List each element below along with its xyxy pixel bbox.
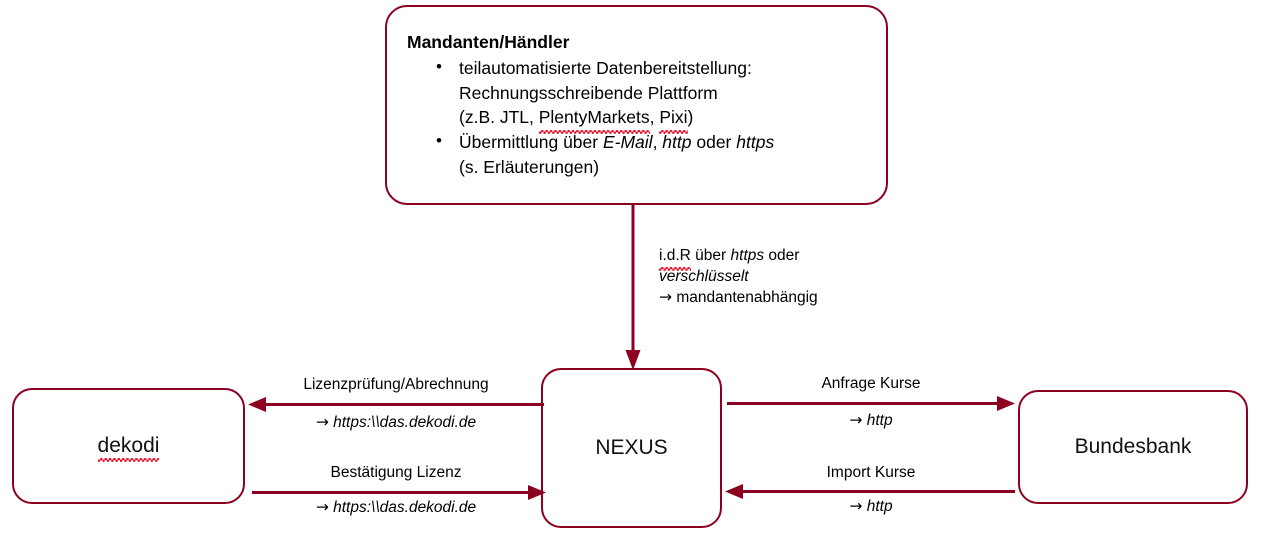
edge-label-lizenzpruefung-title: Lizenzprüfung/Abrechnung [248, 376, 544, 395]
right-arrow-icon: → [659, 288, 672, 307]
bullet-text: , [652, 132, 663, 153]
bullet-line: (z.B. JTL, PlentyMarkets, Pixi) [459, 105, 872, 135]
edge-label-import-kurse-title: Import Kurse [727, 464, 1015, 483]
right-arrow-icon: → [315, 498, 329, 516]
edge-label-anfrage-kurse-title: Anfrage Kurse [727, 375, 1015, 394]
arrow-nexus-to-bundesbank [727, 396, 1015, 411]
edge-protocol: https:\\das.dekodi.de [333, 414, 477, 431]
edge-title: Lizenzprüfung/Abrechnung [303, 376, 489, 393]
node-dekodi-label: dekodi [97, 434, 160, 462]
edge-protocol: https:\\das.dekodi.de [333, 499, 477, 516]
bullet-text: , [649, 107, 660, 128]
flow-note-line-2: verschlüsselt [659, 267, 818, 288]
bullet-text: (s. Erläuterungen) [459, 157, 600, 178]
bullet-text: Übermittlung über [459, 132, 603, 153]
protocol-https: https [730, 247, 765, 264]
arrow-bundesbank-to-nexus [725, 484, 1015, 499]
right-arrow-icon: → [849, 497, 863, 515]
protocol-http: http [662, 132, 692, 153]
arrow-nexus-to-dekodi [248, 397, 544, 412]
flow-note-text: mandantenabhängig [676, 289, 818, 307]
vertical-flow-note: i.d.R über https oder verschlüsselt → ma… [659, 246, 818, 309]
bullet-text: ) [687, 107, 694, 128]
edge-protocol: http [866, 412, 893, 429]
edge-protocol: http [866, 498, 893, 515]
node-bundesbank: Bundesbank [1018, 390, 1248, 504]
mandanten-heading: Mandanten/Händler [407, 32, 570, 52]
node-dekodi: dekodi [12, 388, 245, 504]
arrow-dekodi-to-nexus [252, 485, 546, 500]
node-mandanten-haendler: Mandanten/Händler teilautomatisierte Dat… [385, 5, 888, 205]
spellcheck-word-idr: i.d.R [659, 246, 691, 271]
bullet-text: (z.B. JTL, [459, 107, 539, 128]
edge-label-anfrage-kurse-protocol: → http [727, 411, 1015, 431]
mandanten-bullet-list: teilautomatisierte Datenbereitstellung: … [407, 55, 872, 180]
arrow-mandanten-to-nexus [625, 205, 641, 370]
bullet-text: oder [691, 132, 737, 153]
list-item: Übermittlung über E-Mail, http oder http… [436, 129, 872, 180]
edge-title: Import Kurse [826, 464, 916, 481]
list-item: teilautomatisierte Datenbereitstellung: … [436, 55, 872, 135]
right-arrow-icon: → [315, 413, 329, 431]
node-nexus-label: NEXUS [595, 436, 668, 460]
bullet-line: Rechnungsschreibende Plattform [459, 81, 872, 106]
edge-title: Bestätigung Lizenz [330, 464, 462, 481]
spellcheck-word-pixi: Pixi [659, 105, 688, 135]
edge-label-bestaetigung-title: Bestätigung Lizenz [248, 464, 544, 483]
flow-note-line-1: i.d.R über https oder [659, 246, 818, 271]
node-nexus: NEXUS [541, 368, 722, 528]
flow-note-text: oder [764, 247, 800, 264]
node-bundesbank-label: Bundesbank [1074, 435, 1192, 459]
edge-label-import-kurse-protocol: → http [727, 497, 1015, 517]
bullet-text: Rechnungsschreibende Plattform [459, 82, 718, 103]
bullet-line: teilautomatisierte Datenbereitstellung: [459, 56, 872, 81]
right-arrow-icon: → [849, 411, 863, 429]
protocol-email: E-Mail [602, 132, 653, 153]
protocol-https: https [736, 132, 775, 153]
bullet-text: teilautomatisierte Datenbereitstellung: [459, 57, 752, 78]
edge-label-bestaetigung-protocol: → https:\\das.dekodi.de [248, 498, 544, 518]
flow-note-text: über [690, 247, 731, 264]
spellcheck-word-plentymarkets: PlentyMarkets [538, 105, 650, 135]
flow-note-emphasis: verschlüsselt [659, 267, 749, 285]
edge-title: Anfrage Kurse [821, 375, 921, 392]
mandanten-content: Mandanten/Händler teilautomatisierte Dat… [387, 7, 886, 180]
edge-label-lizenzpruefung-protocol: → https:\\das.dekodi.de [248, 413, 544, 433]
flow-note-line-3: → mandantenabhängig [659, 287, 818, 309]
bullet-line: Übermittlung über E-Mail, http oder http… [459, 130, 872, 155]
bullet-line: (s. Erläuterungen) [459, 155, 872, 180]
